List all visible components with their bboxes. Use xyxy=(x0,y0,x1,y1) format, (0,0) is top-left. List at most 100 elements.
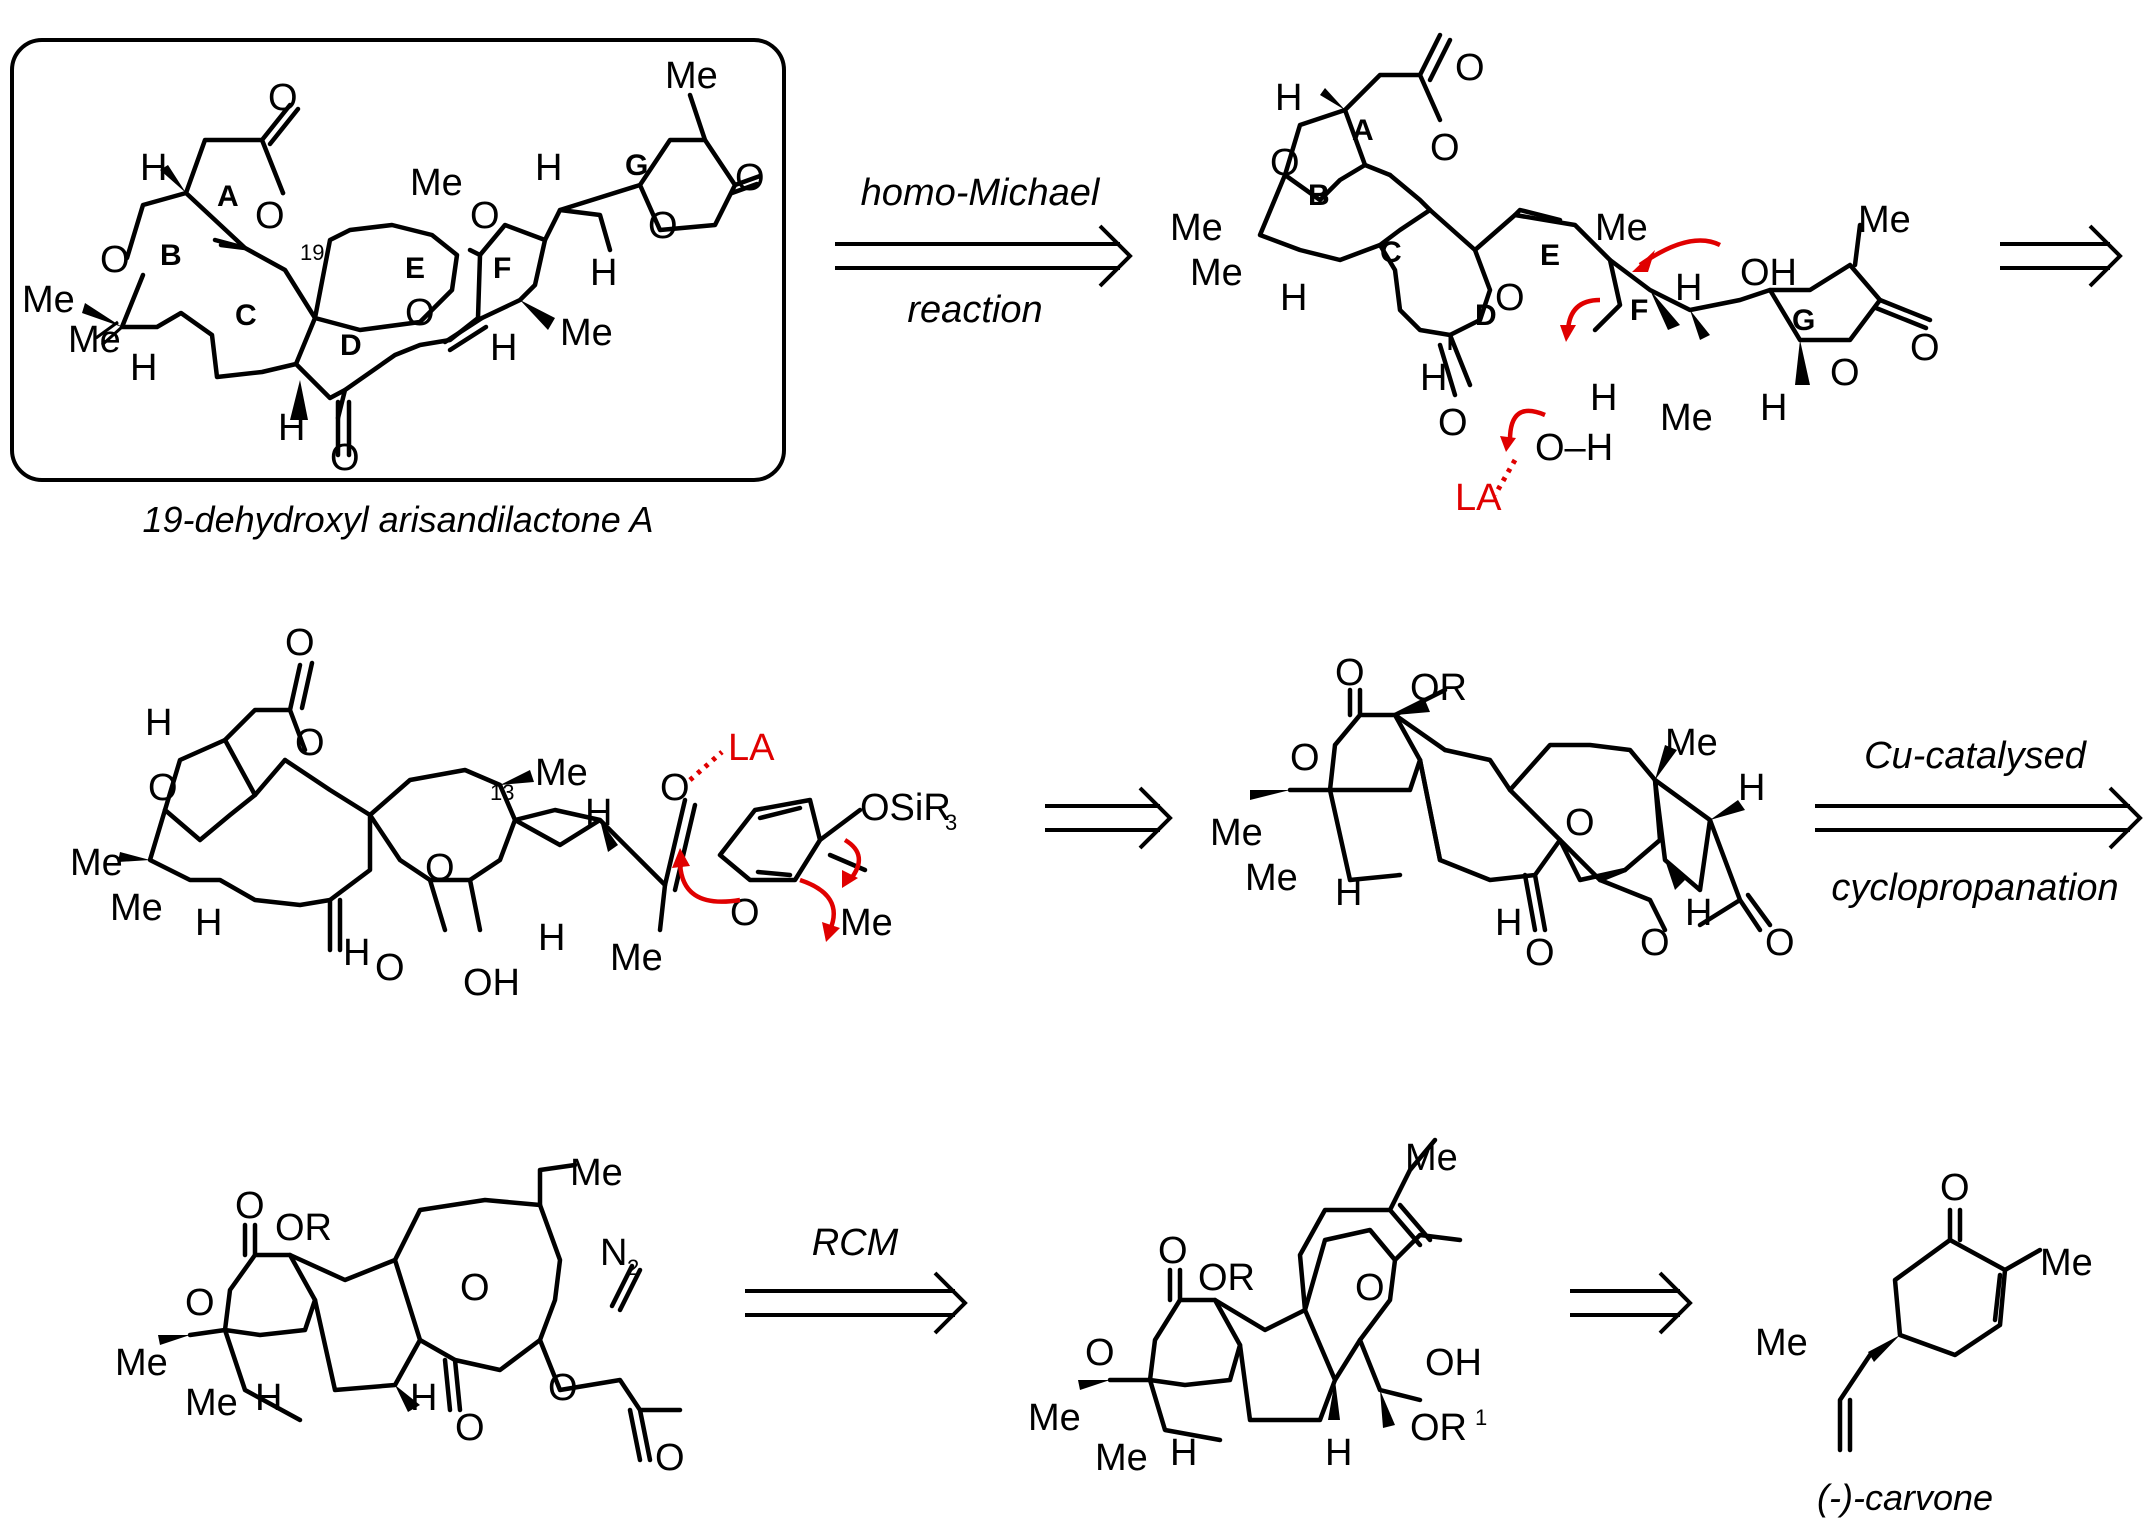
atom-o: O xyxy=(1830,352,1860,394)
methyl: Me xyxy=(70,842,123,884)
atom-o: O xyxy=(1158,1230,1188,1272)
atom-o: O xyxy=(1765,922,1795,964)
atom-h: H xyxy=(535,147,562,189)
ring-label-c: C xyxy=(1380,236,1402,269)
methyl: Me xyxy=(185,1382,238,1424)
methyl: Me xyxy=(1665,722,1718,764)
diazoacetate-precursor: O O O O O O OR N 2 H H Me Me Me xyxy=(115,1152,685,1479)
atom-h: H xyxy=(1335,872,1362,914)
methyl: Me xyxy=(115,1342,168,1384)
methyl: Me xyxy=(1095,1437,1148,1479)
ring-label-d: D xyxy=(340,329,362,362)
atom-h: H xyxy=(1420,357,1447,399)
ether-or1: OR xyxy=(1410,1407,1467,1449)
atom-o: O xyxy=(1495,277,1525,319)
atom-h: H xyxy=(1170,1432,1197,1474)
silyl-subscript: 3 xyxy=(945,810,957,835)
methyl: Me xyxy=(110,887,163,929)
atom-h: H xyxy=(195,902,222,944)
atom-h: H xyxy=(278,407,305,449)
ring-label-a: A xyxy=(217,180,239,213)
atom-o: O xyxy=(330,437,360,479)
methyl: Me xyxy=(1028,1397,1081,1439)
atom-o: O xyxy=(1455,47,1485,89)
atom-o: O xyxy=(425,847,455,889)
methyl: Me xyxy=(1405,1137,1458,1179)
atom-o: O xyxy=(148,767,178,809)
atom-o: O xyxy=(268,77,298,119)
retro-arrow-6 xyxy=(1570,1271,1693,1335)
atom-h: H xyxy=(1275,77,1302,119)
hydroxyl-oh: OH xyxy=(1425,1342,1482,1384)
atom-h: H xyxy=(255,1377,282,1419)
atom-h: H xyxy=(490,327,517,369)
methyl: Me xyxy=(535,752,588,794)
atom-o: O xyxy=(1270,142,1300,184)
atom-o: O xyxy=(460,1267,490,1309)
ring-label-e: E xyxy=(1540,239,1560,272)
ring-label-b: B xyxy=(160,239,182,272)
atom-o: O xyxy=(375,947,405,989)
arrow-label-cu-catalysed: Cu-catalysed xyxy=(1864,735,2088,777)
methyl: Me xyxy=(1858,199,1911,241)
methyl: Me xyxy=(665,55,718,97)
atom-h: H xyxy=(538,917,565,959)
atom-o: O xyxy=(470,195,500,237)
atom-h: H xyxy=(1675,267,1702,309)
retro-arrow-homo-michael: homo-Michael reaction xyxy=(835,172,1133,331)
arrow-label-reaction: reaction xyxy=(907,289,1042,331)
cyclopropane-lactone: O O O O O O OR H H H H Me Me Me xyxy=(1210,652,1795,974)
atom-o: O xyxy=(1910,327,1940,369)
atom-h: H xyxy=(130,347,157,389)
retro-arrow-rcm: RCM xyxy=(745,1222,968,1335)
atom-h: H xyxy=(1590,377,1617,419)
methyl: Me xyxy=(68,319,121,361)
or1-superscript: 1 xyxy=(1475,1405,1487,1430)
methyl: Me xyxy=(610,937,663,979)
methyl: Me xyxy=(570,1152,623,1194)
atom-o: O xyxy=(1355,1267,1385,1309)
atom-o: O xyxy=(648,205,678,247)
ether-or: OR xyxy=(275,1207,332,1249)
atom-o: O xyxy=(1438,402,1468,444)
atom-h: H xyxy=(1495,902,1522,944)
diazo-n2: N xyxy=(600,1232,627,1274)
silyl-enol-ether: OSiR xyxy=(860,787,951,829)
target-frame xyxy=(10,38,786,482)
atom-o: O xyxy=(660,767,690,809)
atom-o: O xyxy=(1430,127,1460,169)
ether-or: OR xyxy=(1410,667,1467,709)
methyl: Me xyxy=(560,312,613,354)
ring-label-b: B xyxy=(1308,179,1330,212)
atom-o: O xyxy=(1290,737,1320,779)
atom-o: O xyxy=(655,1437,685,1479)
atom-h: H xyxy=(140,147,167,189)
target-structure: O O O O O O O O H H H H H H Me Me Me Me … xyxy=(10,38,786,482)
methyl: Me xyxy=(22,279,75,321)
methyl: Me xyxy=(1210,812,1263,854)
methyl: Me xyxy=(1755,1322,1808,1364)
diazo-subscript: 2 xyxy=(627,1255,639,1280)
atom-o: O xyxy=(405,292,435,334)
methyl: Me xyxy=(1190,252,1243,294)
atom-h: H xyxy=(410,1377,437,1419)
target-caption: 19-dehydroxyl arisandilactone A xyxy=(143,499,654,540)
ether-or: OR xyxy=(1198,1257,1255,1299)
atom-o: O xyxy=(1085,1332,1115,1374)
atom-o: O xyxy=(1565,802,1595,844)
carvone-structure: O Me Me xyxy=(1755,1167,2093,1453)
atom-o: O xyxy=(735,157,765,199)
arrow-label-homo-michael: homo-Michael xyxy=(861,172,1101,214)
atom-o: O xyxy=(255,195,285,237)
atom-o: O xyxy=(285,622,315,664)
atom-h: H xyxy=(585,792,612,834)
lewis-acid-label: LA xyxy=(1455,477,1502,519)
atom-h: H xyxy=(590,252,617,294)
methyl: Me xyxy=(2040,1242,2093,1284)
arrow-label-rcm: RCM xyxy=(812,1222,899,1264)
carvone-caption: (-)-carvone xyxy=(1817,1477,1993,1518)
atom-h: H xyxy=(1760,387,1787,429)
ring-label-a: A xyxy=(1352,114,1374,147)
ring-label-f: F xyxy=(493,252,511,285)
